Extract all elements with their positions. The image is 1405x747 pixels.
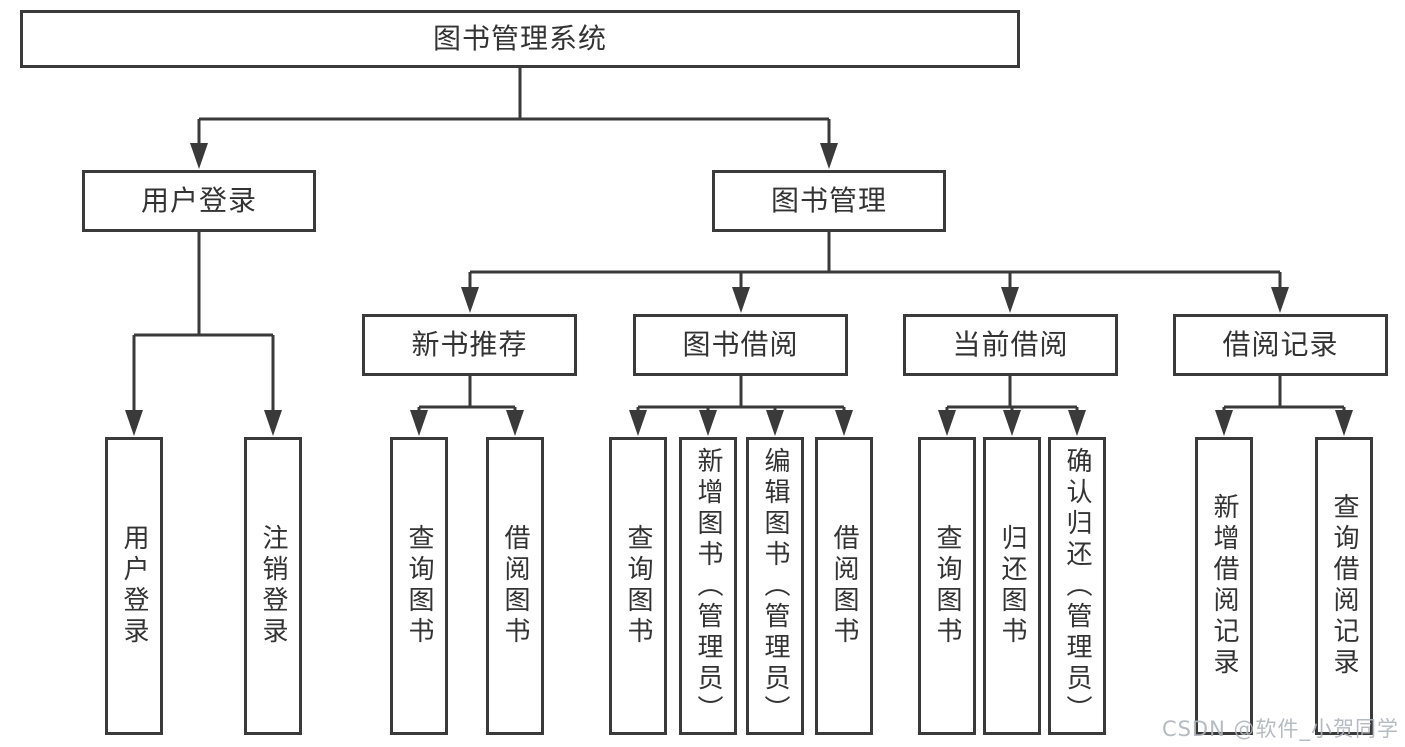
node-add-book-admin: 新增图书（管理员） (679, 437, 737, 735)
node-borrow-books-borrow: 借阅图书 (815, 437, 873, 735)
node-login: 用户登录 (105, 437, 163, 735)
node-borrow-records: 借阅记录 (1173, 314, 1388, 376)
node-current-borrow: 当前借阅 (903, 314, 1118, 376)
node-user-login: 用户登录 (82, 170, 316, 232)
node-query-books-current: 查询图书 (918, 437, 976, 735)
node-query-borrow-record: 查询借阅记录 (1315, 437, 1373, 735)
node-add-borrow-record: 新增借阅记录 (1195, 437, 1253, 735)
node-library-system: 图书管理系统 (20, 10, 1020, 68)
node-book-borrow: 图书借阅 (633, 314, 848, 376)
node-book-management: 图书管理 (712, 170, 946, 232)
node-confirm-return-admin: 确认归还（管理员） (1048, 437, 1106, 735)
node-logout: 注销登录 (244, 437, 302, 735)
node-return-book: 归还图书 (983, 437, 1041, 735)
node-new-book-recommend: 新书推荐 (362, 314, 577, 376)
node-query-books-borrow: 查询图书 (609, 437, 667, 735)
node-query-books-recommend: 查询图书 (390, 437, 448, 735)
node-edit-book-admin: 编辑图书（管理员） (746, 437, 804, 735)
node-borrow-books-recommend: 借阅图书 (486, 437, 544, 735)
